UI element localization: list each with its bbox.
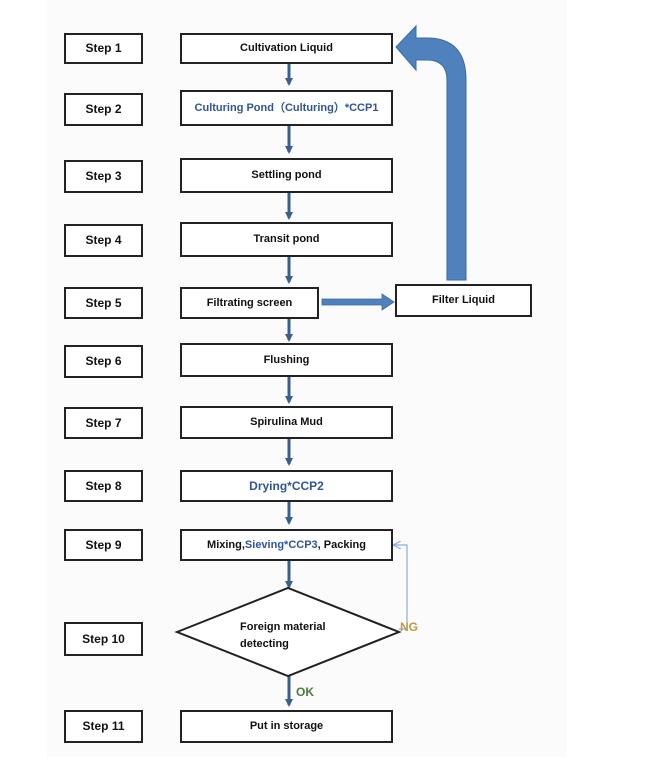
- flushing-box: Flushing: [180, 343, 393, 377]
- filter-liquid-box: Filter Liquid: [395, 284, 532, 317]
- culturing-pond-box: Culturing Pond（Culturing）*CCP1: [180, 90, 393, 126]
- mixing-text: Mixing,: [207, 538, 245, 551]
- mixing-sieving-packing-box: Mixing, Sieving*CCP3, Packing: [180, 529, 393, 561]
- ng-feedback-line: [394, 545, 408, 630]
- sieving-ccp3-text: Sieving*CCP3: [244, 538, 318, 551]
- step-11-label: Step 11: [64, 710, 143, 743]
- ok-label: OK: [296, 685, 314, 699]
- step-8-label: Step 8: [64, 470, 143, 502]
- step-3-label: Step 3: [64, 160, 143, 193]
- step-5-label: Step 5: [64, 287, 143, 319]
- decision-text: Foreign material detecting: [240, 619, 326, 653]
- recycle-return-arrow: [395, 24, 467, 281]
- step-1-label: Step 1: [64, 33, 143, 64]
- put-in-storage-box: Put in storage: [180, 710, 393, 743]
- step-9-label: Step 9: [64, 529, 143, 561]
- decision-line-2: detecting: [240, 638, 289, 650]
- step-4-label: Step 4: [64, 224, 143, 257]
- drying-box: Drying*CCP2: [180, 470, 393, 502]
- cultivation-liquid-box: Cultivation Liquid: [180, 33, 393, 64]
- spirulina-mud-box: Spirulina Mud: [180, 406, 393, 439]
- step-7-label: Step 7: [64, 407, 143, 439]
- step-2-label: Step 2: [64, 93, 143, 126]
- packing-text: , Packing: [317, 538, 366, 551]
- decision-diamond: [174, 586, 402, 678]
- ng-label: NG: [400, 620, 418, 634]
- decision-line-1: Foreign material: [240, 621, 326, 633]
- settling-pond-box: Settling pond: [180, 158, 393, 193]
- step-10-label: Step 10: [64, 622, 143, 656]
- filter-branch-arrow: [321, 293, 395, 311]
- filtrating-screen-box: Filtrating screen: [180, 287, 319, 319]
- transit-pond-box: Transit pond: [180, 222, 393, 257]
- step-6-label: Step 6: [64, 345, 143, 378]
